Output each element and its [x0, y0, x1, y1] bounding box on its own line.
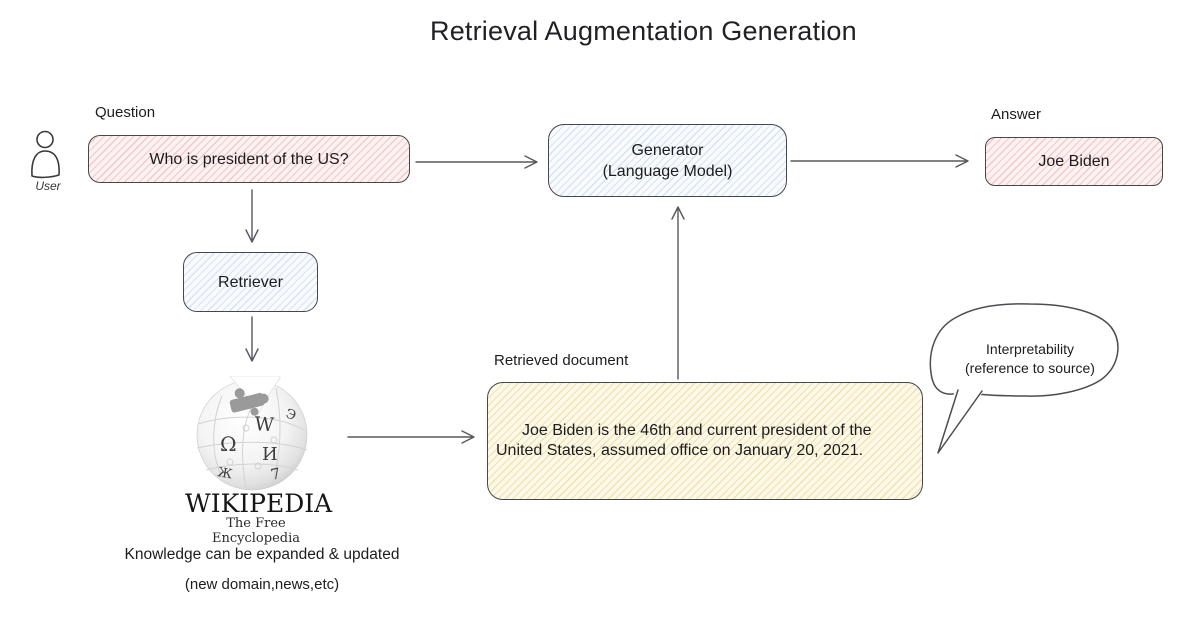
- answer-text: Joe Biden: [1038, 153, 1110, 170]
- answer-box: Joe Biden: [985, 137, 1163, 186]
- svg-text:7: 7: [269, 464, 282, 484]
- question-box: Who is president of the US?: [88, 135, 410, 183]
- retrieved-document-box: Joe Biden is the 46th and current presid…: [487, 382, 923, 500]
- svg-text:W: W: [254, 413, 275, 436]
- arrow-question-to-retriever: [245, 189, 259, 243]
- page-title: Retrieval Augmentation Generation: [430, 16, 857, 46]
- user-label: User: [35, 179, 61, 193]
- question-text: Who is president of the US?: [149, 150, 349, 168]
- generator-box: Generator (Language Model): [548, 124, 787, 197]
- speech-bubble-text: Interpretability (reference to source): [950, 340, 1110, 378]
- svg-text:Ж: Ж: [216, 465, 233, 482]
- knowledge-note-line2: (new domain,news,etc): [184, 576, 340, 593]
- arrow-generator-to-answer: [790, 154, 969, 168]
- retriever-box: Retriever: [183, 252, 318, 312]
- wikipedia-wordmark: WIKIPEDIA: [185, 489, 333, 518]
- speech-bubble-icon: [929, 303, 1119, 454]
- svg-text:И: И: [262, 444, 278, 465]
- user-icon: [31, 130, 60, 179]
- arrow-question-to-generator: [415, 155, 538, 169]
- answer-label: Answer: [991, 106, 1042, 123]
- generator-text-line1: Generator: [631, 141, 704, 159]
- retrieved-document-label: Retrieved document: [494, 352, 629, 369]
- svg-text:Э: Э: [284, 407, 298, 424]
- wikipedia-tagline: The Free Encyclopedia: [212, 516, 300, 546]
- retriever-text: Retriever: [218, 273, 283, 291]
- knowledge-note-line1: Knowledge can be expanded & updated: [124, 546, 400, 563]
- speech-bubble-line1: Interpretability: [986, 341, 1074, 357]
- arrow-retriever-to-wikipedia: [245, 316, 259, 362]
- speech-bubble-line2: (reference to source): [965, 360, 1095, 376]
- wikipedia-globe-icon: W Ω И 7 Ж Э: [196, 376, 308, 491]
- question-label: Question: [95, 104, 156, 121]
- arrow-wikipedia-to-document: [347, 430, 475, 444]
- retrieved-document-text: Joe Biden is the 46th and current presid…: [496, 421, 872, 460]
- generator-text-line2: (Language Model): [602, 162, 733, 180]
- arrow-document-to-generator: [671, 206, 685, 380]
- svg-text:Ω: Ω: [220, 432, 237, 456]
